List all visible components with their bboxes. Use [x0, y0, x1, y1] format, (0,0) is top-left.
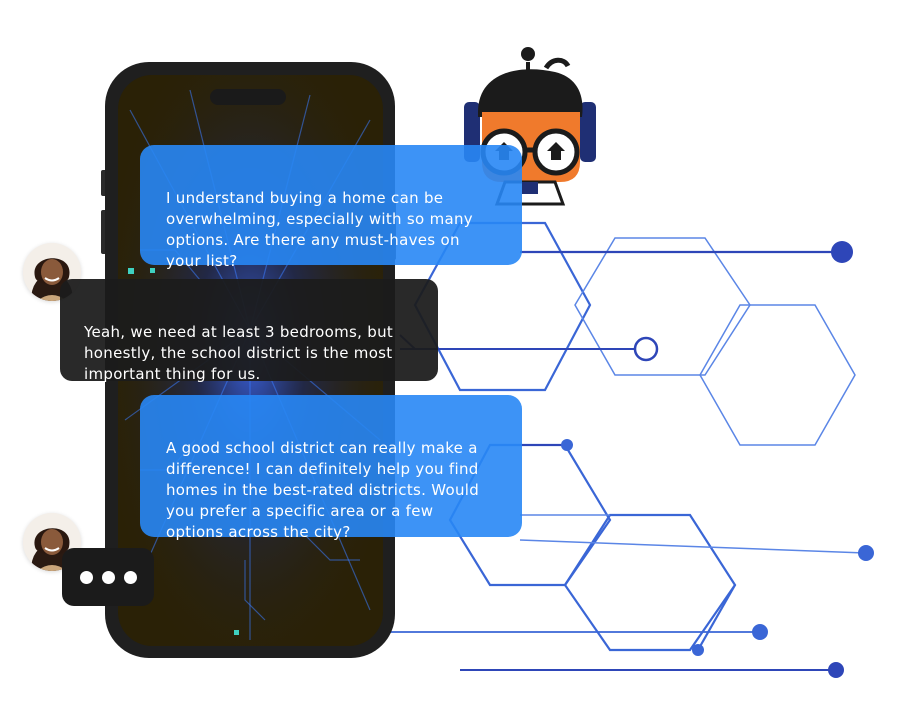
- typing-dot: [79, 570, 93, 584]
- house-icon: [547, 142, 565, 160]
- message-text: Yeah, we need at least 3 bedrooms, but h…: [84, 323, 394, 383]
- bot-message: A good school district can really make a…: [140, 395, 522, 541]
- typing-dot: [123, 570, 137, 584]
- network-node-icon: [561, 439, 573, 451]
- message-text: I understand buying a home can be overwh…: [166, 189, 473, 270]
- typing-indicator: [62, 548, 154, 606]
- network-node-icon: [858, 545, 874, 561]
- hexagon: [699, 304, 856, 446]
- network-node-icon: [828, 662, 844, 678]
- message-text: A good school district can really make a…: [166, 439, 480, 541]
- typing-dot: [101, 570, 115, 584]
- bot-message: I understand buying a home can be overwh…: [140, 145, 522, 270]
- hexagon: [563, 513, 737, 652]
- network-node-icon: [633, 336, 659, 362]
- network-node-icon: [752, 624, 768, 640]
- user-message: Yeah, we need at least 3 bedrooms, but h…: [60, 279, 438, 383]
- hexagon: [574, 237, 751, 376]
- network-node-icon: [831, 241, 853, 263]
- network-node-icon: [692, 644, 704, 656]
